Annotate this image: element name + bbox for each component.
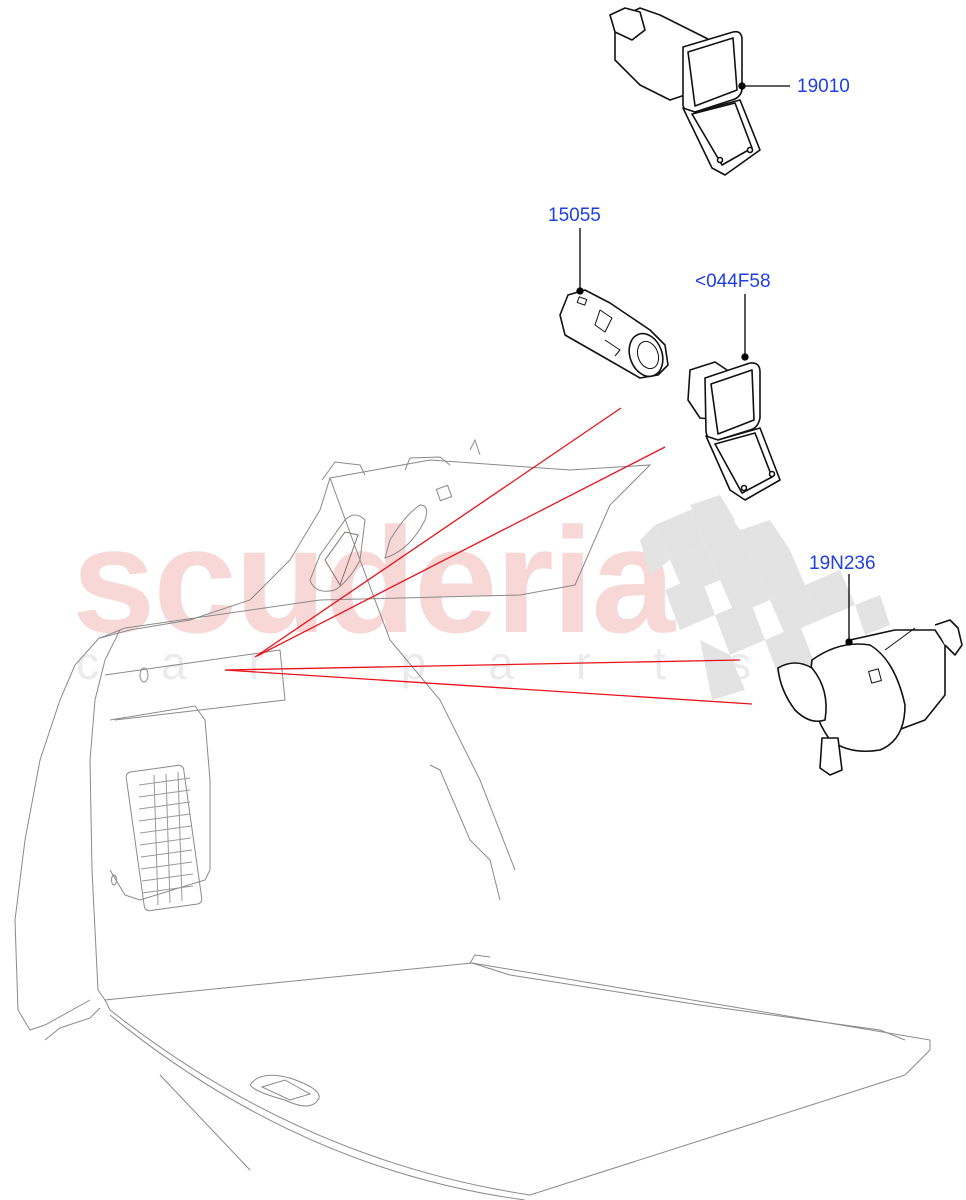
callout-19N236[interactable]: 19N236 — [809, 553, 876, 574]
callout-leaders — [576, 82, 853, 646]
pointer-lines — [224, 407, 753, 705]
part-19010-drawing — [609, 7, 761, 176]
part-19N236-drawing — [777, 619, 963, 776]
callout-19010[interactable]: 19010 — [797, 76, 850, 97]
callout-044F58[interactable]: <044F58 — [695, 271, 771, 292]
luggage-compartment — [14, 438, 931, 1200]
checkered-flag-watermark — [640, 495, 890, 700]
watermark-scuderia: scuderia — [72, 496, 675, 664]
part-15055-drawing — [559, 289, 669, 379]
callout-15055[interactable]: 15055 — [548, 205, 601, 226]
part-044F58-drawing — [687, 361, 781, 501]
